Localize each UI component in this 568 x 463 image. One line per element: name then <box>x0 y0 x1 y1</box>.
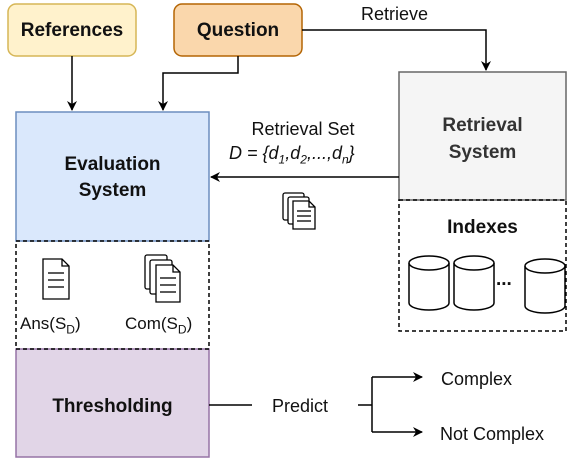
ans-suffix: ) <box>74 314 81 333</box>
indexes-dashed-region <box>398 199 567 332</box>
retrieval-set-label: Retrieval Set <box>251 119 355 139</box>
documents-stack-icon <box>282 192 316 230</box>
set-notation-suffix: } <box>348 143 355 163</box>
evaluation-system-title: Evaluation <box>64 154 161 175</box>
set-notation-sub-2: 2 <box>300 152 307 167</box>
indexes-label: Indexes <box>447 217 518 238</box>
com-prefix: Com(S <box>125 314 178 333</box>
documents-stack-icon <box>144 254 181 303</box>
com-sub: D <box>177 322 187 337</box>
scores-dashed-region <box>15 240 210 350</box>
set-notation-sub-1: 1 <box>278 152 286 167</box>
answerability-score-label: Ans(SD) <box>20 315 81 335</box>
set-notation-sub-n: n <box>341 152 349 167</box>
ans-sub: D <box>66 322 75 337</box>
retrieval-system-box <box>398 71 567 201</box>
database-icon <box>453 255 495 311</box>
com-suffix: ) <box>186 314 193 333</box>
evaluation-system-box <box>15 111 210 242</box>
set-notation-comma-1: ,d <box>285 143 301 163</box>
ellipsis-label: ... <box>496 269 512 290</box>
thresholding-box <box>15 348 210 458</box>
references-label: References <box>20 20 124 41</box>
question-to-evaluation-arrow <box>158 56 239 111</box>
set-notation-prefix: D = {d <box>229 143 279 163</box>
complex-outcome-label: Complex <box>441 369 513 389</box>
question-label: Question <box>196 20 280 41</box>
retrieve-edge-label: Retrieve <box>361 4 429 24</box>
retrieval-system-title: Retrieval <box>442 115 523 136</box>
database-icon <box>408 255 450 311</box>
document-icon <box>42 258 70 300</box>
database-icon <box>524 258 566 314</box>
question-to-retrieval-arrow <box>302 29 491 71</box>
evaluation-system-subtitle: System <box>78 180 147 201</box>
predict-label: Predict <box>272 396 329 416</box>
retrieval-system-subtitle: System <box>448 142 517 163</box>
not-complex-outcome-label: Not Complex <box>440 424 545 444</box>
thresholding-label: Thresholding <box>52 396 173 417</box>
retrieval-set-notation: D = {d1,d2,...,dn} <box>229 144 355 166</box>
ans-prefix: Ans(S <box>20 314 67 333</box>
complexity-score-label: Com(SD) <box>125 315 192 335</box>
set-notation-comma-2: ,...,d <box>306 143 342 163</box>
